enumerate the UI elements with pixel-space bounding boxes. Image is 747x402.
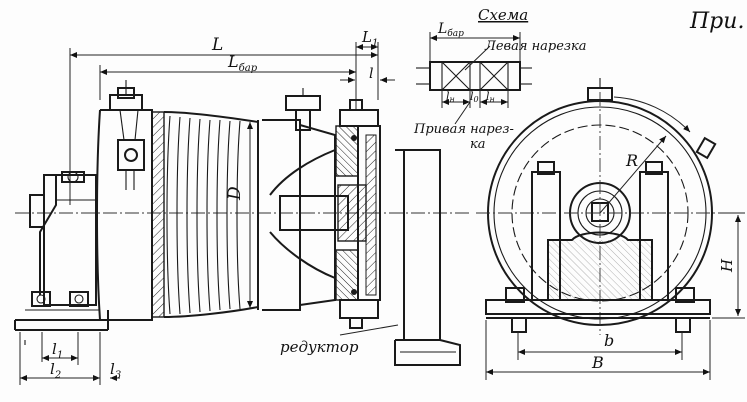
scheme-right-thread-1: Привая нарез- (413, 122, 514, 137)
scheme-left-thread: Левая нарезка (484, 39, 587, 54)
reduktor-label: редуктор (280, 338, 359, 356)
title-fragment: При. (689, 9, 744, 34)
dim-b-label: b (604, 331, 614, 350)
reducer-body (394, 149, 461, 366)
side-view (476, 78, 735, 335)
scheme-ln-right: lн (486, 90, 495, 104)
reduktor-leader (339, 324, 399, 336)
dim-D-label: D (225, 186, 245, 201)
dim-L-label: L (211, 35, 223, 55)
dim-Lbar-label: Lбар (227, 52, 258, 74)
dim-H-label: H (718, 258, 736, 273)
top-dimensions (69, 42, 395, 205)
dim-B-label: B (591, 353, 604, 372)
cable-drum (96, 80, 259, 321)
dim-R-label: R (625, 151, 638, 170)
dim-l-label: l (369, 66, 373, 82)
scheme-inset: Схема (416, 6, 532, 125)
dim-l1-label: l1 (52, 340, 63, 361)
left-bearing-support (14, 171, 109, 345)
dim-L1-label: L1 (361, 28, 378, 49)
scheme-ln-left: lн (446, 90, 455, 104)
side-dimensions (485, 212, 745, 380)
scheme-l0: l0 (470, 90, 479, 104)
scheme-title: Схема (478, 6, 528, 24)
bottom-left-dimensions (19, 332, 120, 385)
dim-l2-label: l2 (50, 360, 61, 381)
scheme-Lbar-label: Lбар (437, 21, 464, 39)
scheme-right-thread-2: ка (470, 137, 486, 152)
dim-l3-label: l3 (110, 360, 121, 381)
coupling-section (262, 88, 381, 329)
